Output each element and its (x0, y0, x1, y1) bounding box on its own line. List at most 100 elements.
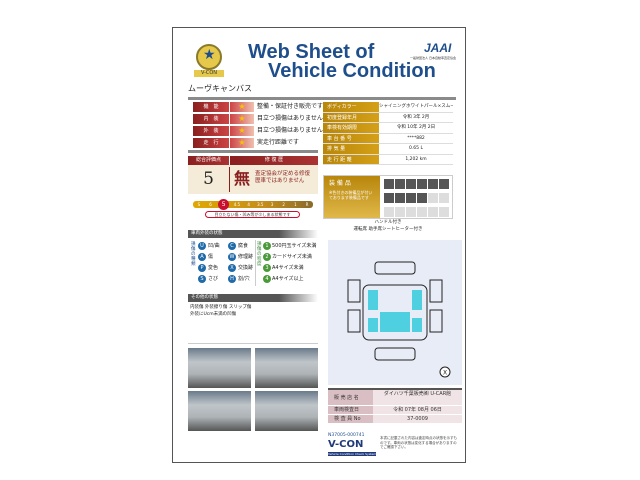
equipment-icon (417, 179, 427, 189)
car-diagram-icon: X (347, 261, 451, 378)
divider (255, 240, 256, 286)
damage-type-code: A (198, 253, 206, 261)
equipment-icon (384, 193, 394, 203)
damage-type-code: U (198, 242, 206, 250)
dealer-row: 車両検査日令和 07年 08月 06日 (328, 406, 462, 415)
damage-type-code: C (228, 242, 236, 250)
score-box (188, 165, 318, 194)
damage-size-code: 3 (263, 264, 271, 272)
damage-size-text: A4サイズ未満 (272, 265, 304, 271)
equipment-box: 装 備 品 ※色付きの装備品が付いております装備品です (323, 175, 453, 219)
spec-label: 排 気 量 (323, 144, 379, 154)
inspection-date: 令和 07年 08月 06日 (373, 406, 462, 414)
inspector-label: 検 査 員 No (328, 415, 373, 423)
equipment-icon-empty (428, 207, 438, 217)
score-divider (229, 167, 230, 192)
scale-step: 6 (209, 202, 212, 207)
equipment-icon (395, 193, 405, 203)
damage-type-code: P (198, 264, 206, 272)
rating-label: 内 装 (193, 114, 229, 124)
shop-name: ダイハツ千葉販売㈱ U-CAR館 (373, 390, 462, 405)
footer-logo: V-CON (328, 439, 364, 450)
other-section-title: その他の状態 (188, 294, 318, 302)
spec-label: 走 行 距 離 (323, 154, 379, 164)
damage-type-code: W (228, 253, 236, 261)
damage-marker: X (443, 370, 447, 377)
spec-label: 車検有効期限 (323, 123, 379, 133)
equipment-icon-empty (384, 207, 394, 217)
rating-row: 内 装★目立つ損傷はありません (193, 114, 323, 124)
spec-row: 初度登録年月 令和 3年 2月 (323, 112, 453, 123)
spec-value: ****882 (407, 135, 425, 141)
damage-type-text: 傷 (208, 254, 214, 260)
footer-logo-sub: Vehicle Condition Check System (328, 452, 376, 456)
equipment-extra-1: ハンドル付き (374, 220, 402, 225)
star-icon: ★ (230, 114, 254, 124)
scale-step: 4.5 (233, 202, 241, 207)
spec-value: 0.65 L (409, 146, 423, 151)
spec-value: 令和 10年 2月 2日 (396, 125, 436, 130)
history-mark: 無 (234, 169, 251, 188)
vcon-logo-ribbon: V-CON (194, 70, 224, 77)
spec-label: 初度登録年月 (323, 112, 379, 122)
rating-label: 外 装 (193, 126, 229, 136)
disclaimer: 本書に記載された内容は査定時点の状態を示すものです。車両の状態は変化する場合があ… (380, 436, 457, 449)
equipment-icon (428, 179, 438, 189)
rating-text: 目立つ損傷はありません (257, 115, 323, 122)
vehicle-name: ムーヴキャンバス (188, 84, 252, 93)
dealer-table: 販 売 店 名ダイハツ千葉販売㈱ U-CAR館 車両検査日令和 07年 08月 … (328, 388, 462, 431)
spec-value: 令和 3年 2月 (402, 114, 430, 120)
scale-step: 1 (294, 202, 297, 207)
history-header: 修 復 歴 (230, 156, 318, 165)
damage-size-text: 500円玉サイズ未満 (272, 243, 317, 249)
rating-row: 走 行★実走行距離です (193, 138, 323, 148)
date-label: 車両検査日 (328, 406, 373, 414)
equipment-note: ※色付きの装備品が付いております装備品です (329, 190, 373, 200)
jaai-logo: JAAI (424, 41, 452, 55)
shop-label: 販 売 店 名 (328, 390, 373, 405)
score-note: 目立たない傷・凹み等が少しある状態です (205, 211, 300, 218)
document-code: N37005-000741 (328, 433, 365, 438)
damage-size-label: 損傷の程度 (257, 242, 262, 267)
damage-size-text: A4サイズ以上 (272, 276, 304, 282)
rating-text: 実走行距離です (257, 139, 300, 146)
rating-text: 整備・保証付き販売です (257, 103, 324, 110)
scale-step: 4 (247, 202, 250, 207)
spec-value: シャイニングホワイトパール×スムースグレーマイカメタリック (379, 104, 453, 109)
equipment-icon (406, 193, 416, 203)
equipment-icon-empty (395, 207, 405, 217)
vehicle-photo-front-left[interactable] (188, 348, 251, 388)
vehicle-photo-front-right[interactable] (255, 348, 318, 388)
equipment-icon (406, 179, 416, 189)
divider (188, 150, 318, 153)
equipment-extra-2: 運転席 助手席シートヒーター付き (353, 227, 423, 232)
title-line2: Vehicle Condition (268, 60, 436, 82)
spec-row: 排 気 量 0.65 L (323, 144, 453, 155)
other-line-1: 内装傷 外装擦り傷 スリップ傷 (190, 305, 252, 310)
damage-type-text: 凹/曲 (208, 243, 220, 249)
equipment-icon (384, 179, 394, 189)
scale-step: 3.5 (257, 202, 264, 207)
equipment-icon-empty (439, 207, 449, 217)
star-icon: ★ (230, 102, 254, 112)
vehicle-photo-rear-right[interactable] (255, 391, 318, 431)
equipment-label-bg (324, 176, 380, 218)
equipment-icon-empty (417, 207, 427, 217)
vehicle-photo-rear-left[interactable] (188, 391, 251, 431)
equipment-icon (395, 179, 405, 189)
damage-type-text: 割/穴 (238, 276, 250, 282)
equipment-icon-empty (406, 207, 416, 217)
score-value: 5 (203, 169, 214, 189)
spec-row: 車検有効期限 令和 10年 2月 2日 (323, 123, 453, 134)
rating-text: 目立つ損傷はありません (257, 127, 323, 134)
rating-label: 機 能 (193, 102, 229, 112)
damage-size-code: 1 (263, 242, 271, 250)
divider (188, 343, 318, 344)
damage-type-code: H (228, 275, 236, 283)
damage-size-code: 2 (263, 253, 271, 261)
inspector-no: 37-0009 (373, 415, 462, 423)
